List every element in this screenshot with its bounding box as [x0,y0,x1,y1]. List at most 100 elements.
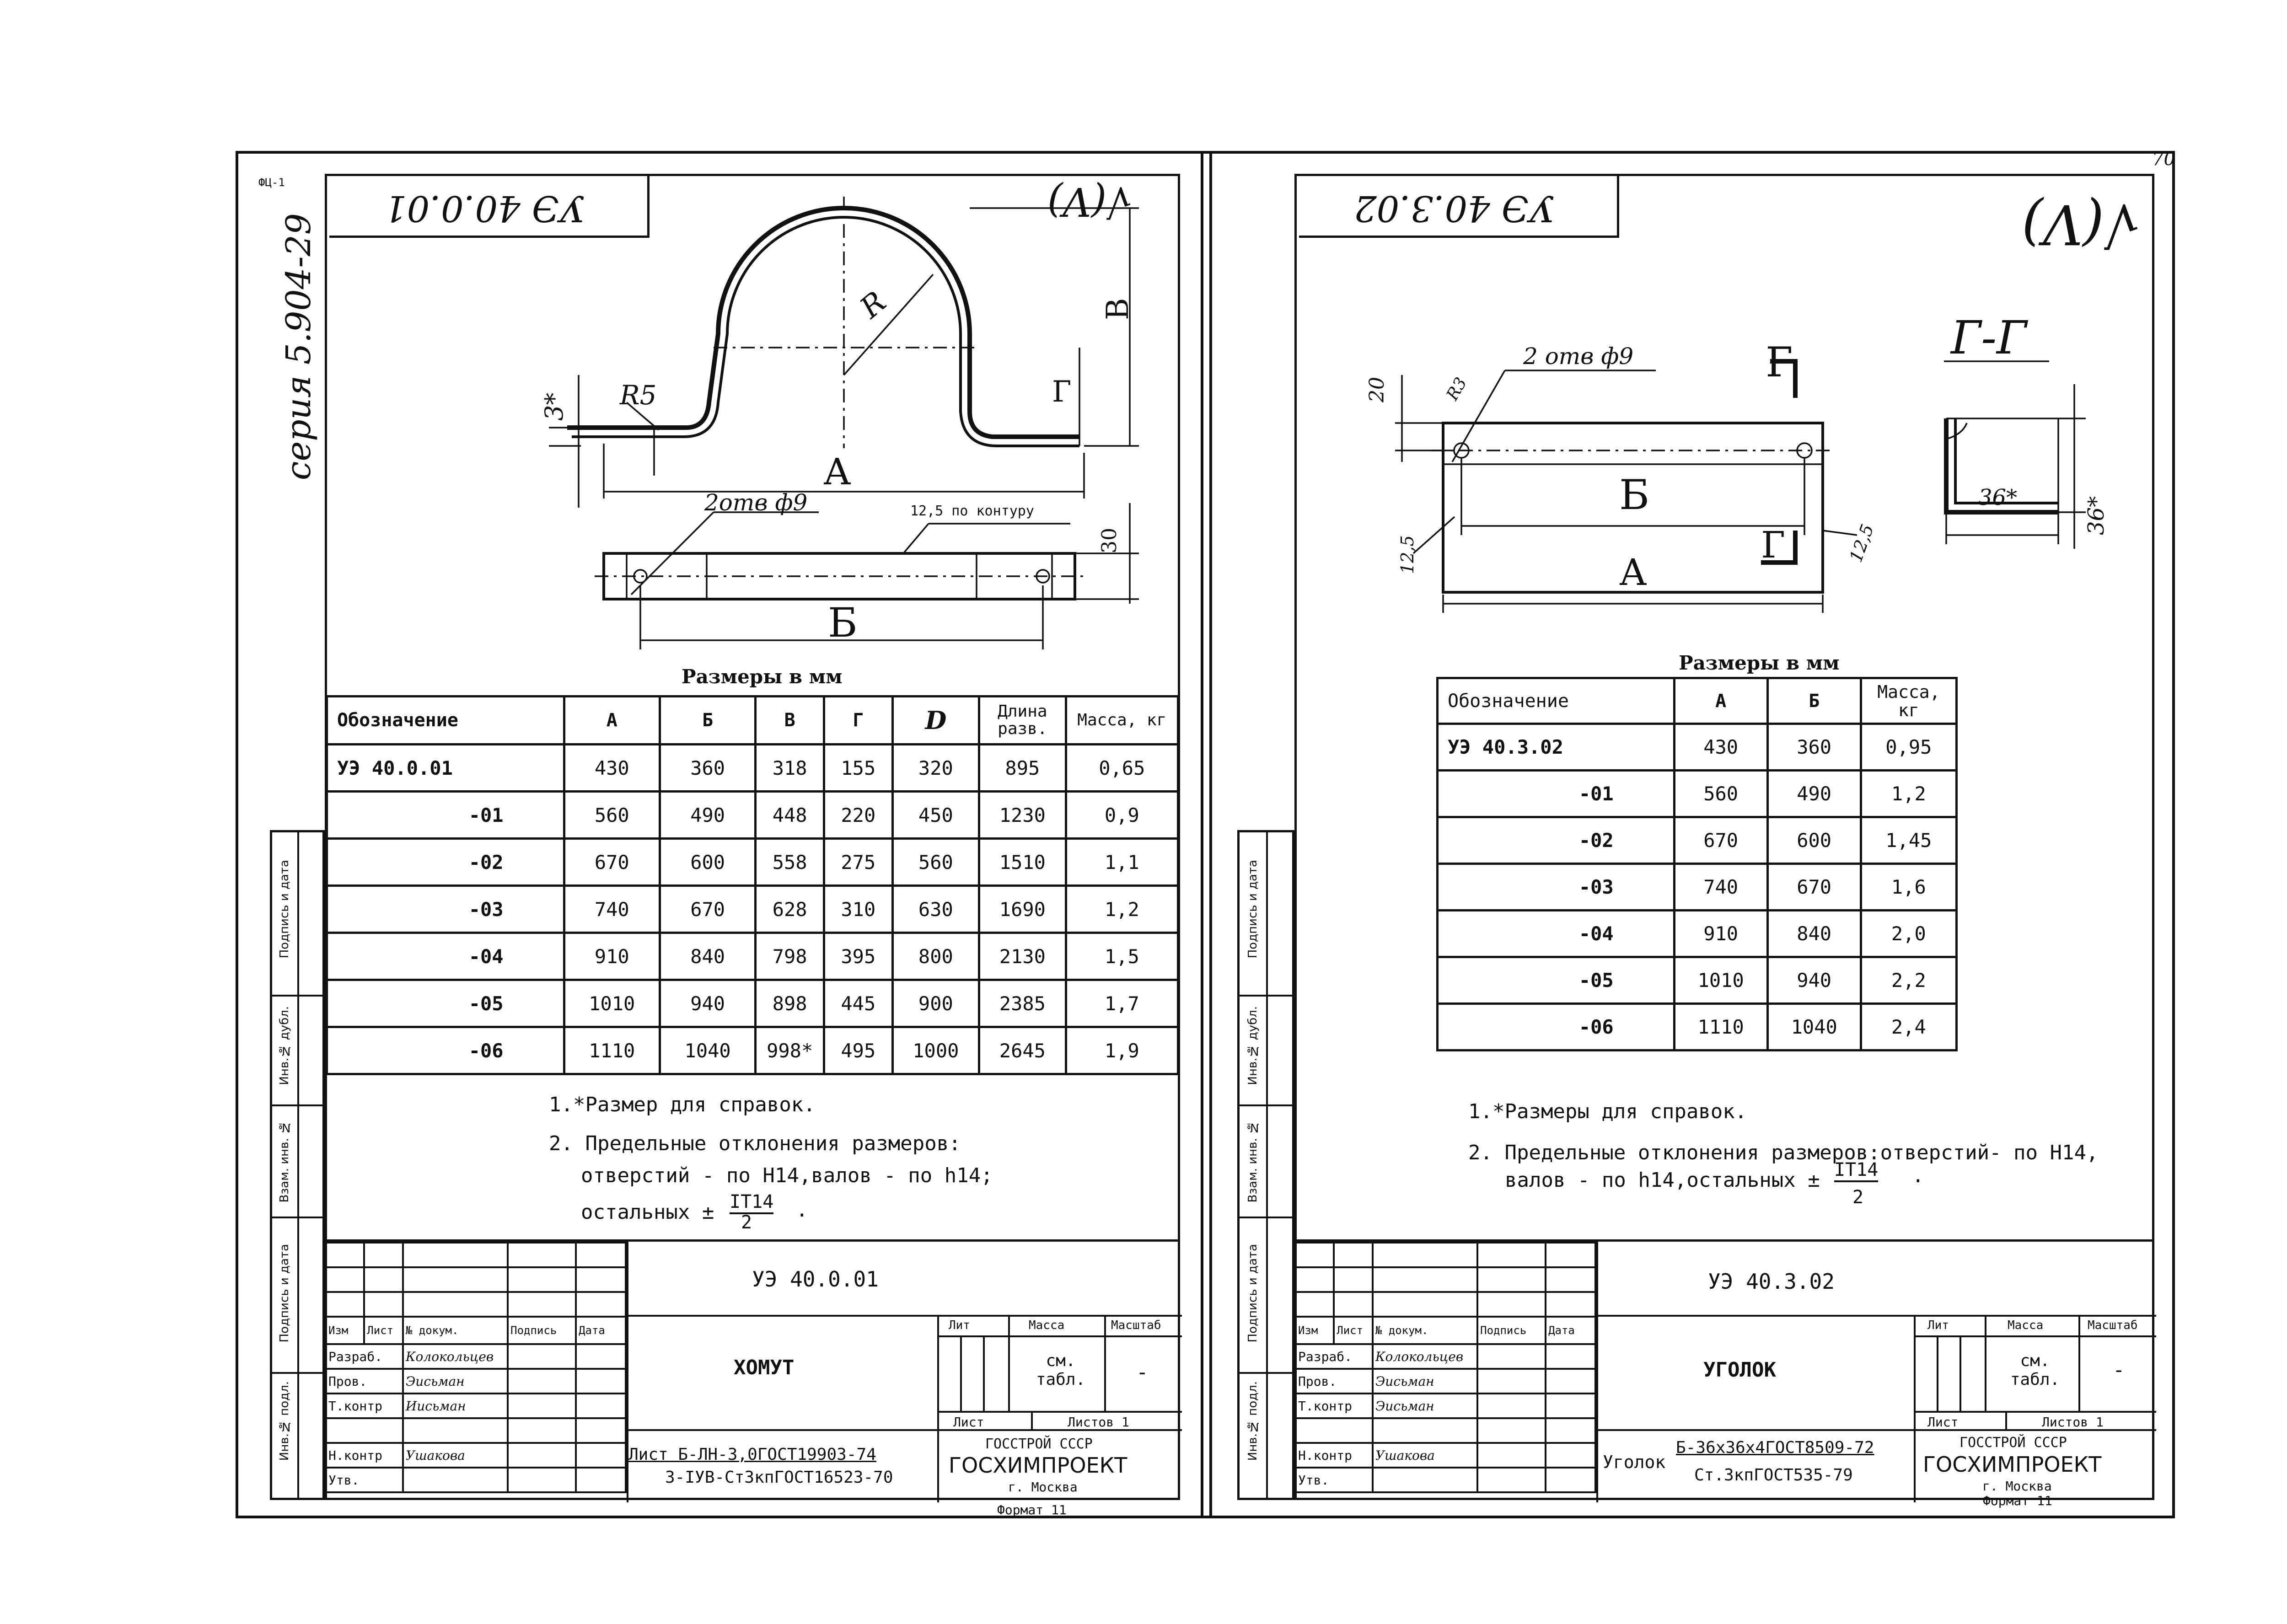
right-stamp-material-1: Б-36х36х4ГОСТ8509-72 [1676,1438,1874,1457]
right-spec-cell: -01 [1436,769,1675,818]
right-spec-cell: -03 [1436,863,1675,911]
left-spec-cell: -03 [326,884,565,934]
right-stamp-massa: Масса [2008,1318,2044,1332]
left-spec-cell: 1,1 [1064,837,1180,887]
left-stamp-org1: ГОССТРОЙ СССР [985,1436,1093,1452]
left-spec-cell: 320 [891,743,981,793]
right-stamp-material-2: Ст.3кпГОСТ535-79 [1694,1466,1853,1485]
right-spec-cell: 940 [1766,956,1862,1005]
right-stamp-listov: Листов 1 [2042,1415,2104,1430]
right-spec-cell: 360 [1766,723,1862,772]
right-stamp-org1: ГОССТРОЙ СССР [1960,1435,2067,1451]
left-th-B: Б [658,695,757,745]
right-th-designation: Обозначение [1436,677,1675,725]
right-header-box: УЭ 40.3.02 [1299,176,1619,238]
left-stamp-listov: Листов 1 [1068,1415,1129,1430]
right-spec-cell: 670 [1673,816,1769,865]
left-spec-cell: -02 [326,837,565,887]
left-spec-cell: 628 [754,884,826,934]
left-spec-cell: 448 [754,790,826,840]
right-side-inv-dubl: Инв.№ дубл. [1246,1006,1260,1085]
left-spec-cell: 560 [891,837,981,887]
right-note-2b: валов - по h14,остальных ± [1505,1168,1820,1192]
left-spec-cell: 155 [823,743,894,793]
left-stamp-scale-val: - [1136,1361,1149,1384]
left-spec-cell: 310 [823,884,894,934]
left-note-2b: отверстий - по Н14,валов - по h14; [581,1164,993,1187]
right-stamp-list: Лист [1927,1415,1959,1430]
right-spec-cell: -05 [1436,956,1675,1005]
left-spec-cell: 490 [658,790,757,840]
left-stamp-prov-name: Эисьман [402,1368,509,1394]
right-stamp-prov-name: Эисьман [1371,1368,1479,1394]
right-note-2a: 2. Предельные отклонения размеров:отверс… [1468,1141,2099,1164]
left-stamp-code: УЭ 40.0.01 [752,1267,879,1292]
left-stamp-utv: Утв. [325,1467,404,1493]
left-dim-r5: R5 [620,380,657,411]
left-dim-Bb: Б [828,599,858,646]
left-spec-cell: 600 [658,837,757,887]
left-spec-cell: 395 [823,932,894,981]
right-spec-header-row: Обозначение А Б Масса, кг [1436,677,1958,725]
left-stamp-tkontr: Т.контр [325,1393,404,1419]
right-stamp-mass-val: см. табл. [2010,1351,2060,1389]
left-spec-cell: 1,9 [1064,1026,1180,1075]
right-dim-A: А [1619,551,1647,594]
left-inner-frame [325,174,1180,1500]
right-spec-cell: -02 [1436,816,1675,865]
left-spec-cell: УЭ 40.0.01 [326,743,565,793]
right-stamp-razrab-name: Колокольцев [1371,1343,1479,1370]
left-spec-table: Обозначение А Б В Г D Длина разв. Масса,… [326,695,1180,1075]
right-spec-cell: УЭ 40.3.02 [1436,723,1675,772]
left-format-label: Формат 11 [997,1502,1067,1517]
right-stamp-hdr-list: Лист [1333,1316,1374,1345]
right-spec-cell: 2,4 [1859,1002,1958,1051]
left-spec-cell: 2130 [978,932,1067,981]
left-th-G: Г [823,695,894,745]
right-dim-36b: 36* [2083,496,2109,535]
right-th-A: А [1673,677,1769,725]
left-th-length: Длина разв. [978,695,1067,745]
left-spec-header-row: Обозначение А Б В Г D Длина разв. Масса,… [326,695,1180,745]
left-th-designation: Обозначение [326,695,565,745]
left-spec-cell: 1040 [658,1026,757,1075]
right-stamp-grid: Изм Лист № докум. Подпись Дата Разраб.Ко… [1294,1242,1596,1493]
left-stamp-org2: ГОСХИМПРОЕКТ [949,1453,1127,1478]
right-th-mass: Масса, кг [1859,677,1958,725]
left-spec-cell: 895 [978,743,1067,793]
right-sizes-caption: Размеры в мм [1679,652,1840,674]
left-stamp-hdr-izm: Изм [324,1316,365,1345]
left-spec-cell: 940 [658,979,757,1028]
left-title-block: Изм Лист № докум. Подпись Дата Разраб.Ко… [324,1239,1182,1502]
left-stamp-hdr-list: Лист [363,1316,404,1345]
right-title-block: Изм Лист № докум. Подпись Дата Разраб.Ко… [1294,1239,2156,1502]
left-note-frac-bottom: 2 [741,1212,752,1233]
right-stamp-utv: Утв. [1294,1467,1374,1493]
left-dim-A: А [823,450,851,493]
right-stamp-org2: ГОСХИМПРОЕКТ [1923,1452,2102,1477]
right-stamp-material-0: Уголок [1603,1452,1666,1472]
right-section-label: Г-Г [1951,311,2027,364]
left-spec-cell: 360 [658,743,757,793]
right-stamp-masshtab: Масштаб [2088,1318,2138,1332]
left-stamp-lit: Лит [949,1318,970,1332]
right-spec-cell: -04 [1436,909,1675,958]
left-stamp-tkontr-name: Иисьман [402,1393,509,1419]
left-spec-cell: 318 [754,743,826,793]
left-corner-mark: ФЦ-1 [258,176,285,189]
left-stamp-masshtab: Масштаб [1111,1318,1161,1332]
right-inner-frame [1294,174,2154,1500]
right-spec-cell: 0,95 [1859,723,1958,772]
right-spec-cell: 1,2 [1859,769,1958,818]
left-spec-cell: 1690 [978,884,1067,934]
right-dim-20: 20 [1365,377,1389,402]
left-spec-cell: 670 [563,837,661,887]
left-spec-cell: 1010 [563,979,661,1028]
